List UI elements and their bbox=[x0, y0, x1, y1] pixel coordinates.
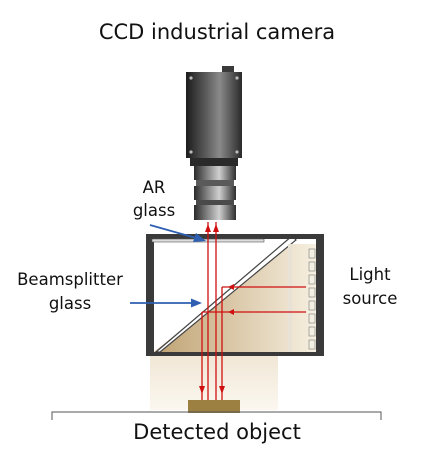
ray-arrow-icon bbox=[219, 386, 225, 394]
ray-arrow-icon bbox=[199, 386, 205, 394]
led-icon bbox=[308, 261, 316, 272]
ray-arrow-icon bbox=[228, 284, 234, 290]
ray-arrow-icon bbox=[213, 224, 219, 232]
camera-body bbox=[186, 72, 242, 158]
beamsplitter-label-line1: Beamsplitter bbox=[17, 270, 123, 289]
camera-screw-icon bbox=[235, 150, 239, 154]
ar-glass-label-line2: glass bbox=[133, 201, 175, 220]
housing-left-wall bbox=[146, 236, 154, 356]
housing-top-edge bbox=[146, 234, 324, 239]
pointer-arrow-icon bbox=[193, 233, 206, 242]
led-icon bbox=[308, 326, 316, 337]
camera-screw-icon bbox=[189, 150, 193, 154]
light-rays bbox=[199, 222, 306, 402]
lens-ring-middle bbox=[194, 186, 236, 200]
light-source-panel bbox=[288, 244, 292, 352]
led-icon bbox=[308, 339, 316, 350]
led-icon bbox=[308, 300, 316, 311]
detected-object-sample bbox=[188, 400, 240, 413]
ar-glass-label-line1: AR bbox=[143, 178, 166, 197]
pointer-arrow-icon bbox=[191, 298, 202, 308]
ray-arrow-icon bbox=[205, 224, 211, 232]
camera-top-connector bbox=[222, 66, 234, 73]
pointers bbox=[130, 224, 206, 308]
housing-bottom-edge bbox=[146, 352, 324, 356]
beamsplitter-housing bbox=[146, 234, 324, 356]
lens-ring-lower bbox=[194, 205, 236, 220]
camera-screw-icon bbox=[189, 76, 193, 80]
ar-glass-pointer bbox=[149, 224, 197, 239]
beamsplitter-label-line2: glass bbox=[49, 294, 91, 313]
object-bracket bbox=[51, 411, 382, 420]
housing-right-wall bbox=[316, 236, 324, 356]
led-icon bbox=[308, 287, 316, 298]
light-cavity bbox=[154, 244, 318, 352]
led-icon bbox=[308, 274, 316, 285]
lens-ring-divider bbox=[196, 180, 234, 186]
lens-ring-divider bbox=[196, 200, 234, 205]
light-source-label-line2: source bbox=[343, 289, 398, 308]
led-array bbox=[308, 248, 316, 350]
lens-ring-upper bbox=[194, 166, 236, 180]
ccd-camera bbox=[186, 66, 242, 220]
detected-object-label: Detected object bbox=[133, 420, 301, 444]
ray-arrow-icon bbox=[228, 309, 234, 315]
light-source-label-line1: Light bbox=[349, 265, 391, 284]
led-icon bbox=[308, 313, 316, 324]
camera-screw-icon bbox=[235, 76, 239, 80]
led-icon bbox=[308, 248, 316, 259]
diagram-title: CCD industrial camera bbox=[99, 20, 335, 44]
lens-mount bbox=[190, 158, 238, 166]
